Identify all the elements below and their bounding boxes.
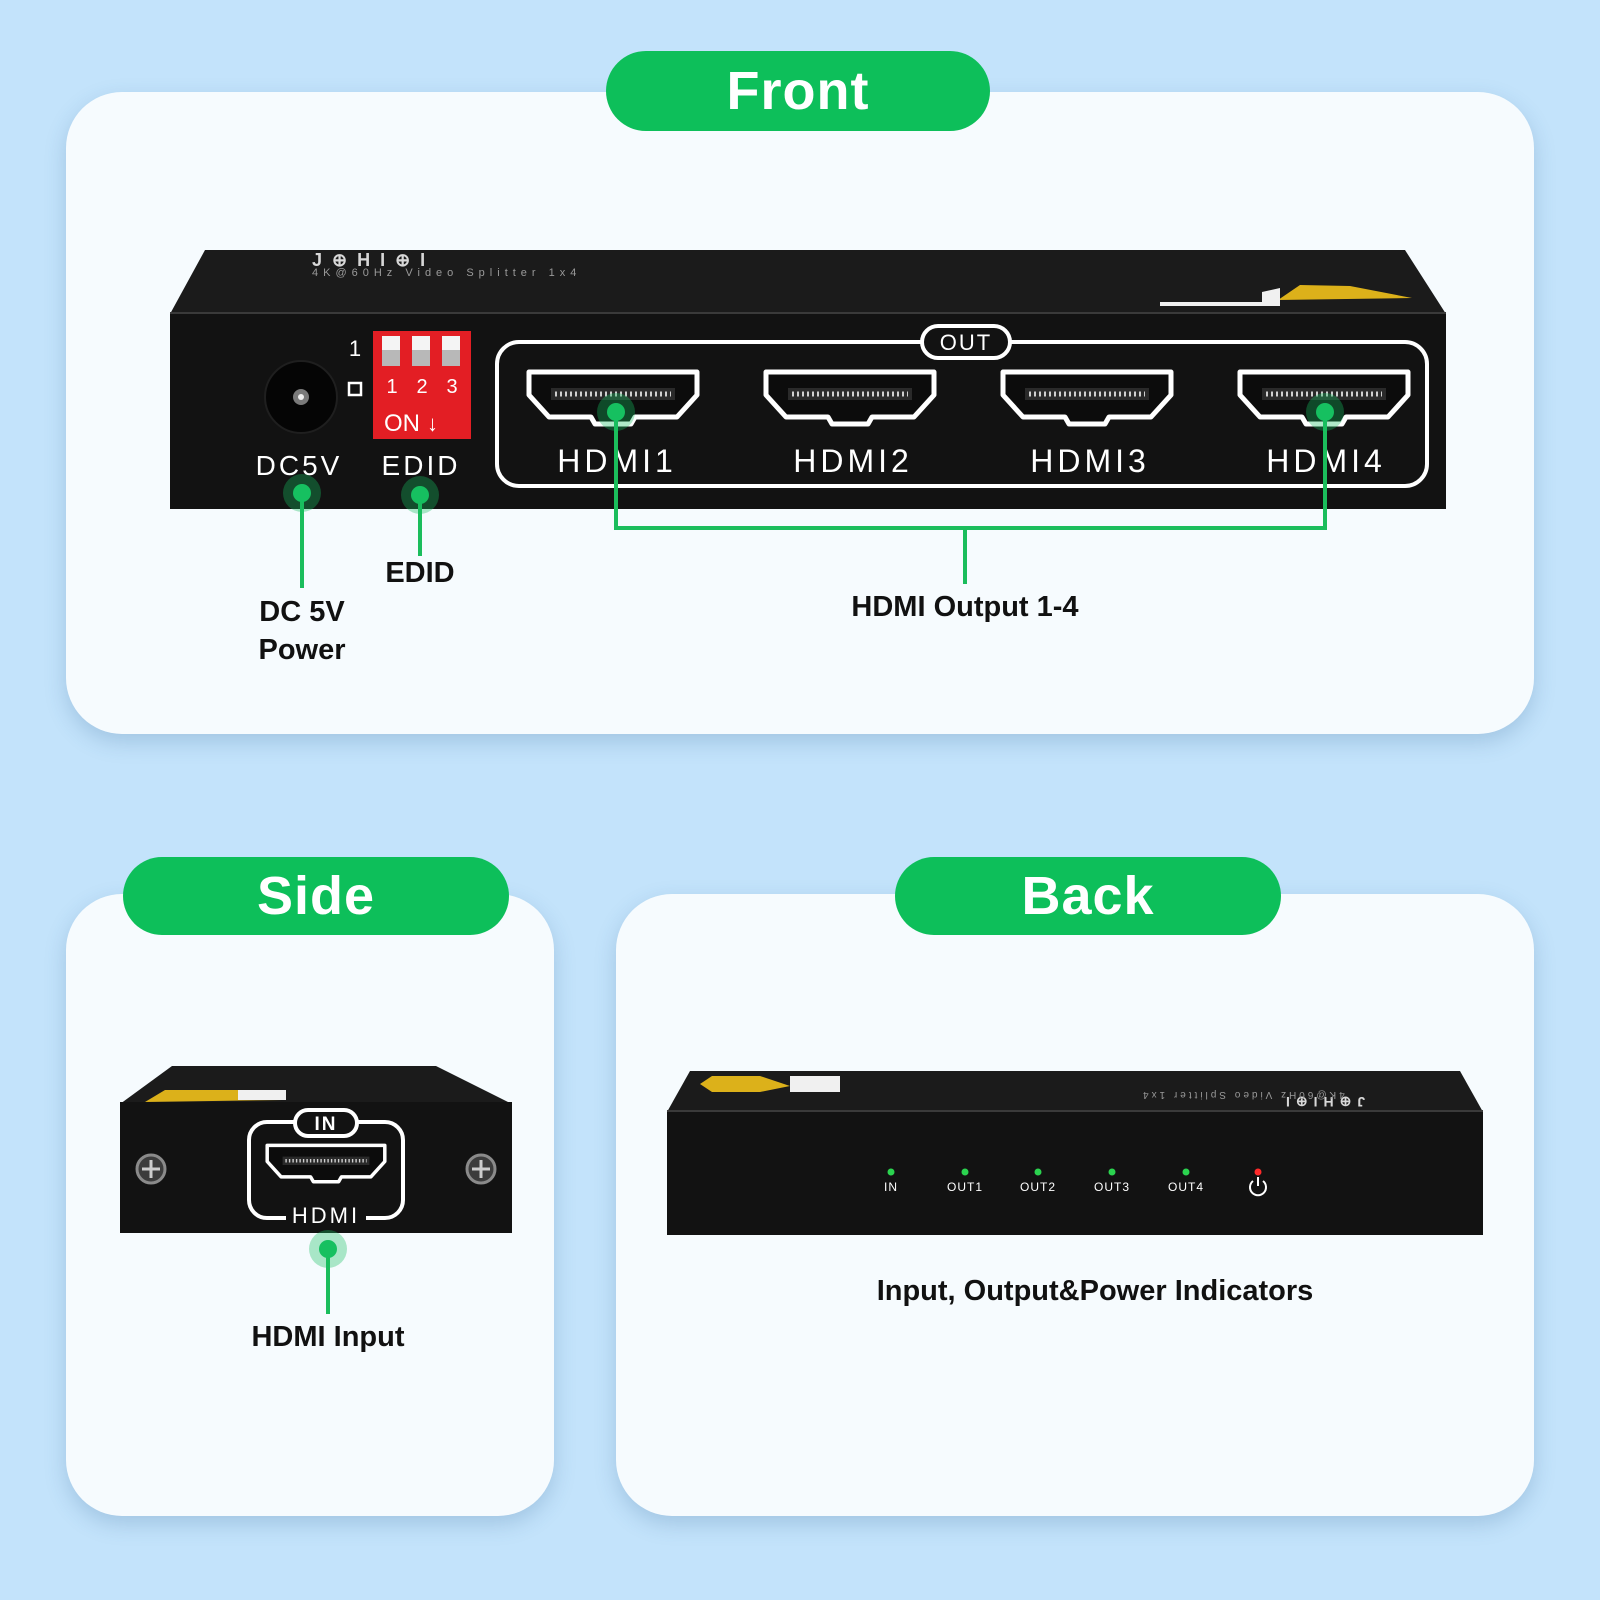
dip-number-1: 1 [386, 376, 397, 398]
front-callout-lines [300, 412, 1327, 588]
dip-number-3: 3 [446, 376, 457, 398]
indicator-label-out3: OUT3 [1094, 1180, 1130, 1194]
led-out1 [961, 1168, 969, 1176]
led-power [1254, 1168, 1262, 1176]
dip-switch[interactable] [373, 331, 471, 439]
out-badge-label: OUT [940, 330, 992, 355]
dc5v-port-label: DC5V [256, 450, 343, 481]
in-badge-label: IN [315, 1114, 338, 1135]
hdmi3-label: HDMI3 [1030, 443, 1150, 479]
right-screw-icon [465, 1153, 497, 1185]
edid-callout: EDID [385, 557, 455, 589]
led-in [887, 1168, 895, 1176]
edid-port-label: EDID [382, 450, 461, 481]
hdmi-output-callout: HDMI Output 1-4 [851, 591, 1079, 623]
out-badge [920, 324, 1012, 360]
dip-number-2: 2 [416, 376, 427, 398]
side-section-title: Side [123, 857, 509, 935]
hdmi2-label: HDMI2 [793, 443, 913, 479]
hdmi3-port[interactable] [1003, 372, 1171, 424]
indicator-label-out2: OUT2 [1020, 1180, 1056, 1194]
hdmi2-port[interactable] [766, 372, 934, 424]
dc-jack-icon [264, 360, 338, 434]
indicator-label-out4: OUT4 [1168, 1180, 1204, 1194]
indicator-label-in: IN [884, 1180, 898, 1194]
left-screw-icon [135, 1153, 167, 1185]
front-model-text: 4K@60Hz Video Splitter 1x4 [312, 267, 581, 279]
dc-power-callout: DC 5V Power [232, 593, 372, 669]
dip-mark-1: 1 [349, 336, 361, 361]
led-out4 [1182, 1168, 1190, 1176]
back-section-title: Back [895, 857, 1281, 935]
in-badge [293, 1108, 359, 1138]
front-section-title: Front [606, 51, 990, 131]
dip-on-label: ON [384, 410, 420, 437]
front-brand-text: J⊕HI⊕I [312, 250, 435, 270]
indicator-leds [887, 1168, 1262, 1176]
power-icon [1249, 1177, 1267, 1197]
dip-mark-0 [347, 381, 363, 397]
dc-power-callout-line2: Power [258, 634, 346, 666]
led-out2 [1034, 1168, 1042, 1176]
down-arrow-icon: ↓ [427, 411, 438, 436]
front-logo [1160, 285, 1412, 306]
indicator-label-out1: OUT1 [947, 1180, 983, 1194]
back-model-text: 4K@60Hz Video Splitter 1x4 [1140, 1089, 1345, 1100]
callout-dots [283, 393, 1344, 514]
hdmi-input-callout: HDMI Input [251, 1321, 405, 1353]
side-callout-dot [319, 1240, 337, 1258]
hdmi-input-port[interactable] [265, 1143, 387, 1184]
dc-power-callout-line1: DC 5V [259, 596, 345, 628]
led-out3 [1108, 1168, 1116, 1176]
side-hdmi-label: HDMI [292, 1203, 360, 1228]
back-brand-text: J⊕HI⊕I [1280, 1094, 1365, 1110]
indicators-callout: Input, Output&Power Indicators [876, 1275, 1314, 1307]
back-device [667, 1071, 1483, 1235]
